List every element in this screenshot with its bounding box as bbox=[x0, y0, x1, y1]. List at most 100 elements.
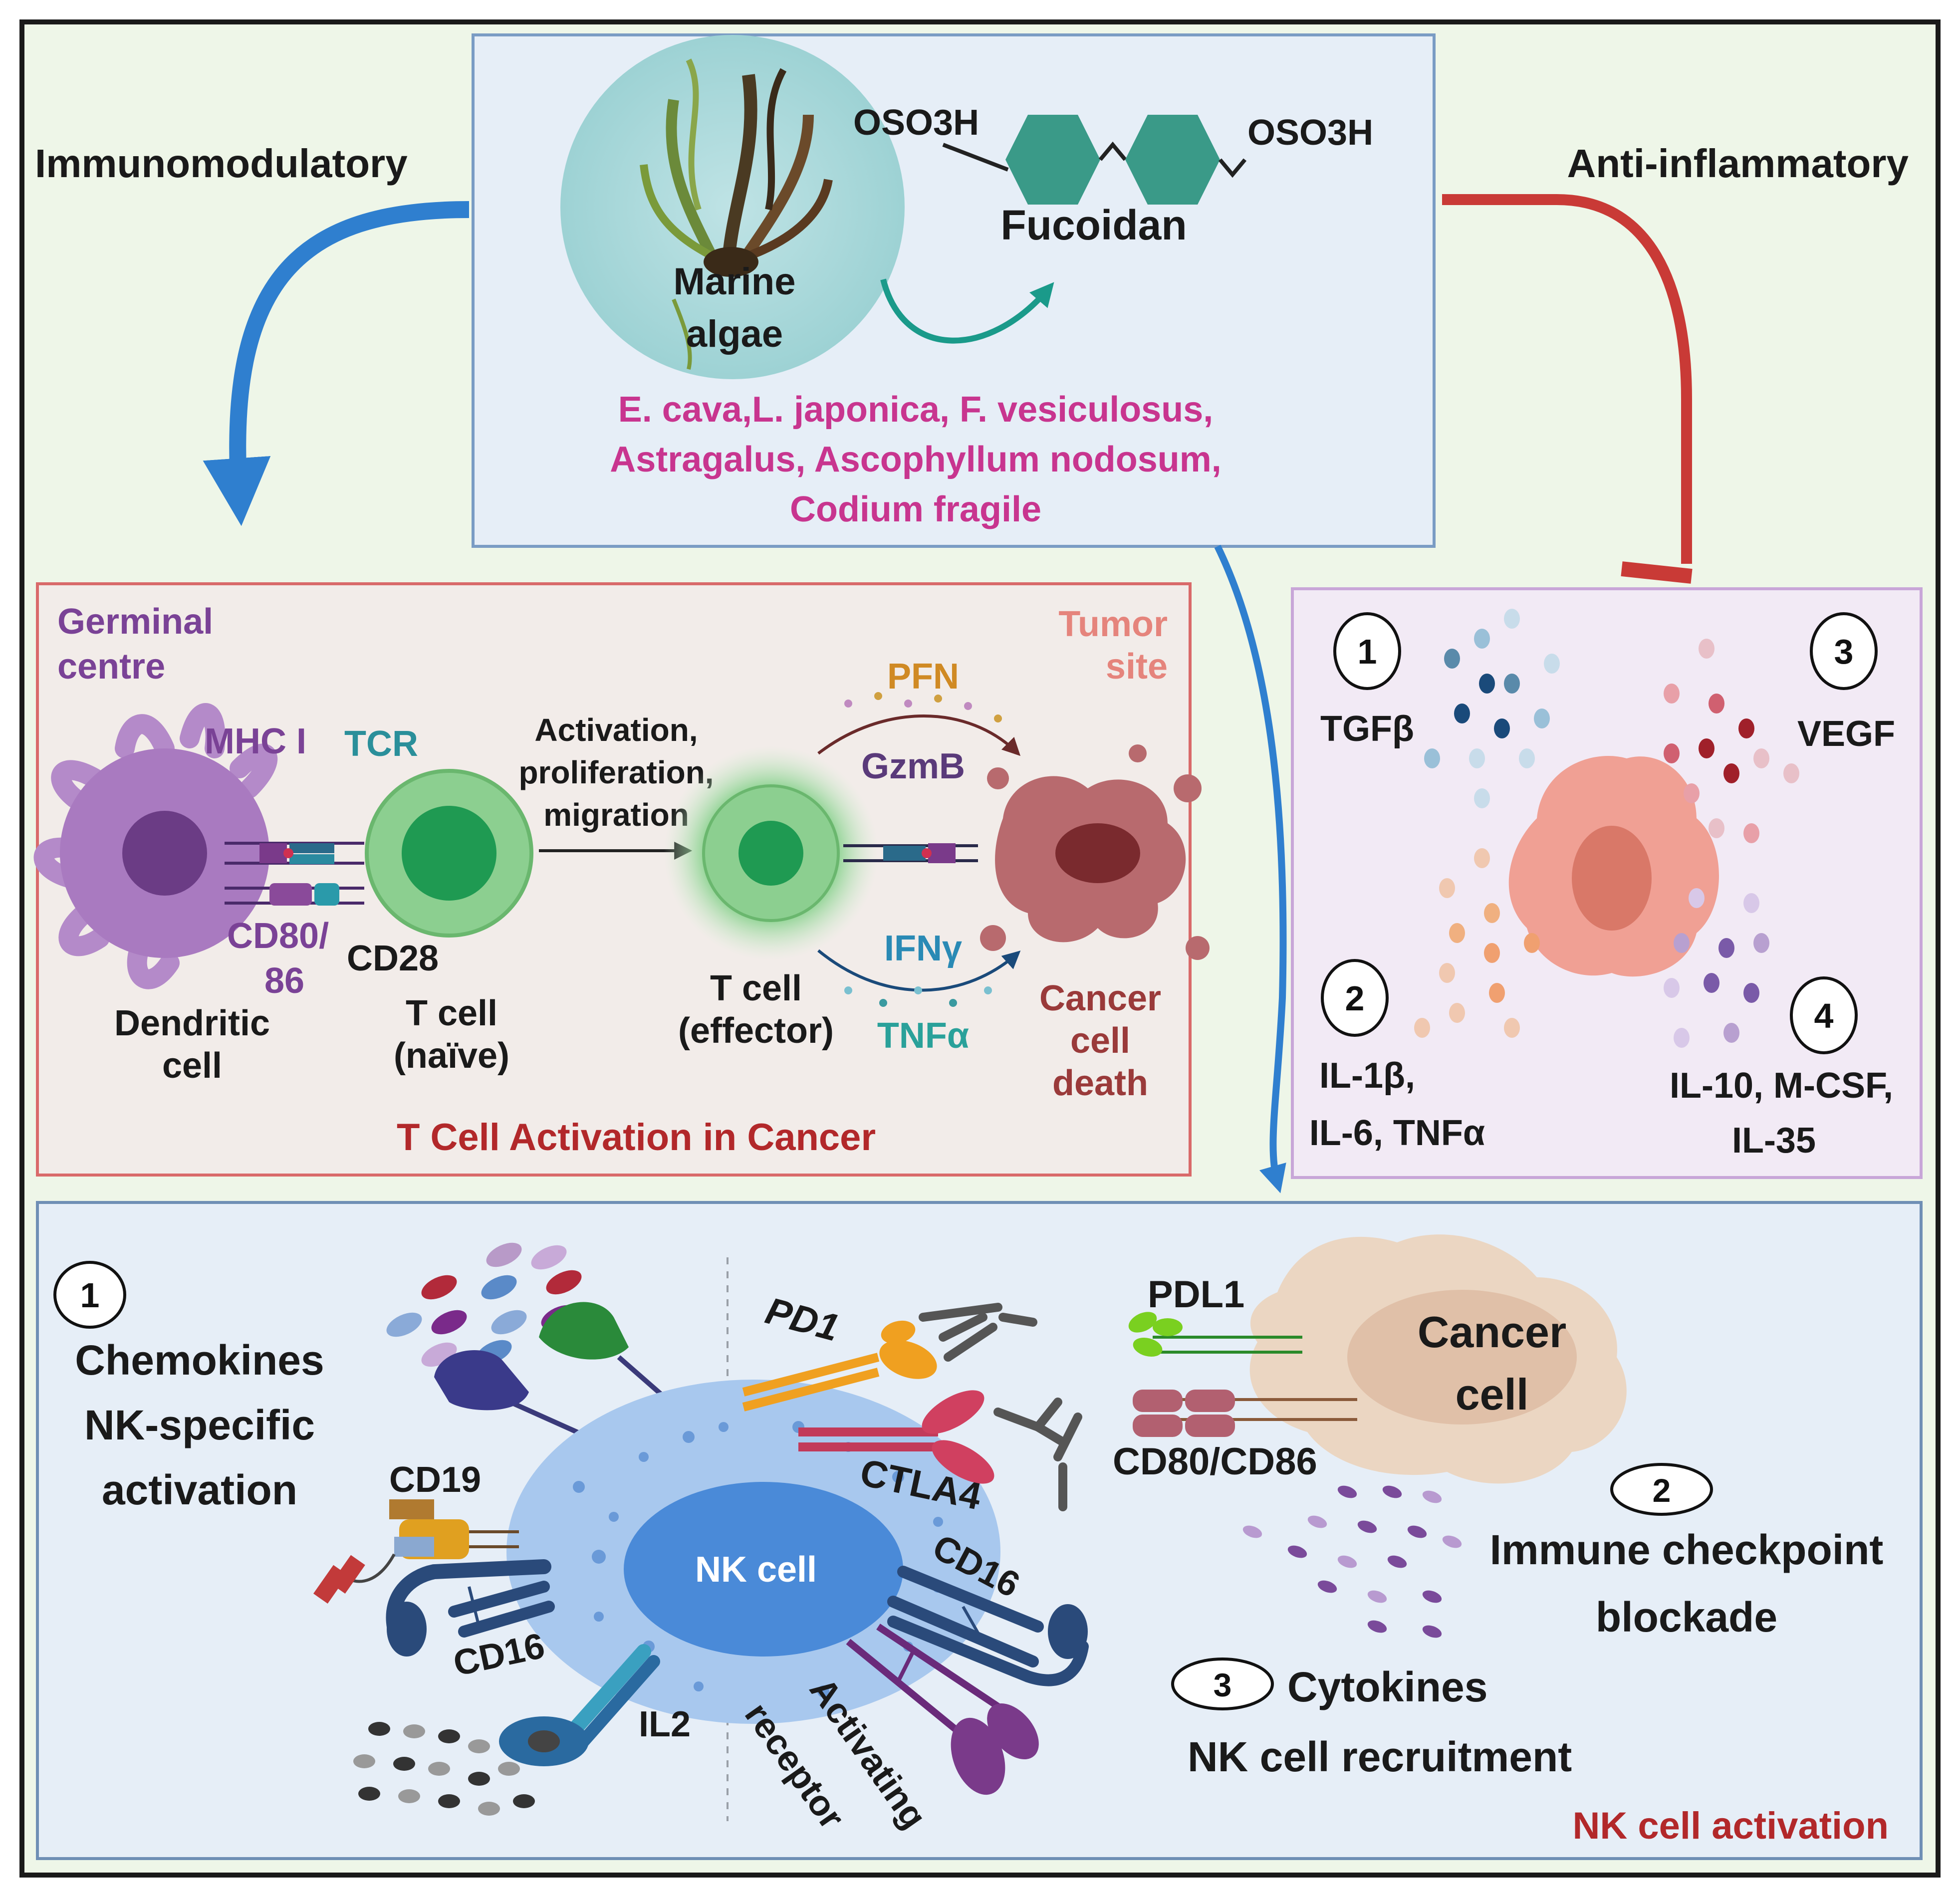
il10-label-2: IL-35 bbox=[1732, 1121, 1816, 1161]
ifng-tnfa-arrow bbox=[817, 949, 1021, 992]
fucoidan-structure bbox=[942, 115, 1247, 205]
seaweed-icon bbox=[640, 58, 833, 370]
inflammatory-cell bbox=[1508, 756, 1719, 977]
ifng-label: IFNγ bbox=[884, 929, 962, 968]
chemokines-label-2: NK-specific bbox=[84, 1402, 315, 1448]
marine-algae-label-2: algae bbox=[686, 313, 783, 355]
cd80-cd86-label: CD80/CD86 bbox=[1113, 1440, 1317, 1483]
anti-inflammatory-label: Anti-inflammatory bbox=[1567, 141, 1909, 186]
cd16-receptor-left bbox=[386, 1559, 555, 1657]
marine-algae-label: Marine bbox=[674, 260, 796, 303]
cytotoxic-granules bbox=[844, 692, 1002, 1007]
cytokines-number-badge bbox=[1171, 1658, 1274, 1710]
pfn-label: PFN bbox=[887, 657, 959, 697]
anti-inflammatory-inhibition bbox=[1442, 194, 1692, 564]
il10-label: IL-10, M-CSF, bbox=[1670, 1066, 1893, 1106]
cancer-cell-label-2: cell bbox=[1456, 1370, 1529, 1419]
il1b-label-2: IL-6, TNFα bbox=[1309, 1113, 1485, 1153]
tgfb-label: TGFβ bbox=[1320, 709, 1414, 749]
cd80-cd86-ligand bbox=[1133, 1390, 1357, 1437]
t-cell-activation-panel: Germinal centre Tumor site MHC I TCR CD8… bbox=[33, 582, 1210, 1177]
cancer-cell-death-label-2: cell bbox=[1070, 1021, 1130, 1061]
chemokines-label-3: activation bbox=[102, 1466, 297, 1513]
dying-cancer-cell bbox=[980, 744, 1210, 960]
pd1-receptor bbox=[742, 1320, 937, 1412]
tnfa-label: TNFα bbox=[877, 1016, 969, 1056]
effector-t-cell-label: T cell bbox=[710, 968, 802, 1008]
mhc-label: MHC I bbox=[205, 721, 306, 761]
cancer-cell-death-label: Cancer bbox=[1039, 978, 1161, 1018]
cd19-label: CD19 bbox=[389, 1460, 481, 1500]
cd80-label: CD80/ bbox=[227, 916, 329, 956]
effector-t-cell-label-2: (effector) bbox=[678, 1011, 834, 1051]
effector-t-cell bbox=[664, 746, 878, 960]
nk-panel-title: NK cell activation bbox=[1572, 1805, 1889, 1847]
naive-t-cell-label: T cell bbox=[406, 993, 497, 1033]
checkpoint-label: Immune checkpoint bbox=[1490, 1526, 1884, 1573]
dendritic-cell-label: Dendritic bbox=[114, 1003, 270, 1043]
il10-number-badge bbox=[1790, 976, 1858, 1054]
tgfb-number: 1 bbox=[1358, 632, 1377, 671]
algae-sources-line-1: E. cava,L. japonica, F. vesiculosus, bbox=[618, 390, 1214, 430]
tgfb-number-badge bbox=[1333, 612, 1401, 690]
checkpoint-number-badge bbox=[1610, 1463, 1713, 1516]
t-cell-panel-title: T Cell Activation in Cancer bbox=[397, 1116, 876, 1159]
ctla4-receptor bbox=[798, 1390, 994, 1484]
nk-cell-label: NK cell bbox=[695, 1550, 817, 1590]
algae-sources-line-2: Astragalus, Ascophyllum nodosum, bbox=[610, 440, 1222, 479]
cancer-cell-death-label-3: death bbox=[1052, 1063, 1148, 1103]
il10-dots bbox=[1664, 888, 1769, 1048]
cancer-cell-label: Cancer bbox=[1418, 1307, 1566, 1357]
il2-receptor bbox=[499, 1644, 660, 1766]
dendritic-cell-label-2: cell bbox=[162, 1046, 222, 1086]
il1b-dots bbox=[1414, 848, 1540, 1038]
algae-sources-line-3: Codium fragile bbox=[790, 489, 1041, 529]
anti-pd1-antibody bbox=[919, 1303, 1037, 1362]
effector-tcr-complex bbox=[843, 843, 978, 863]
cd16-receptor-right bbox=[887, 1566, 1089, 1686]
tcr-label: TCR bbox=[344, 724, 418, 764]
cd80-label-2: 86 bbox=[264, 961, 304, 1001]
pdl1-label: PDL1 bbox=[1148, 1273, 1244, 1316]
gzmb-label: GzmB bbox=[861, 746, 965, 786]
activation-label: Activation, bbox=[534, 712, 698, 748]
pfn-gzmb-arrow bbox=[817, 714, 1021, 756]
germinal-centre-label: Germinal bbox=[57, 602, 213, 642]
il2-label: IL2 bbox=[639, 1704, 691, 1744]
activation-label-3: migration bbox=[543, 797, 689, 833]
sulfate-right-label: OSO3H bbox=[1247, 113, 1373, 153]
top-to-nk-arrow bbox=[1214, 544, 1287, 1193]
germinal-centre-label-2: centre bbox=[57, 647, 165, 687]
nk-activation-panel: 1 Chemokines NK-specific activation bbox=[36, 1201, 1923, 1860]
checkpoint-number: 2 bbox=[1653, 1472, 1671, 1509]
vegf-label: VEGF bbox=[1797, 714, 1895, 754]
activation-label-2: proliferation, bbox=[518, 754, 714, 790]
sulfate-left-label: OSO3H bbox=[853, 103, 979, 143]
il2-particles bbox=[353, 1722, 535, 1816]
inhibition-bar bbox=[1621, 561, 1693, 584]
fucoidan-source-box: Marine algae OSO3H OSO3H Fucoidan E. cav… bbox=[472, 33, 1436, 548]
pdl1-ligand bbox=[1128, 1312, 1302, 1357]
algae-to-fucoidan-arrow bbox=[880, 278, 1054, 344]
immunomodulatory-arrow bbox=[203, 201, 470, 526]
il1b-number: 2 bbox=[1345, 979, 1365, 1018]
activating-receptor bbox=[846, 1624, 1039, 1795]
chemokines-number: 1 bbox=[80, 1276, 100, 1315]
il1b-label: IL-1β, bbox=[1319, 1056, 1415, 1096]
tumor-site-label-2: site bbox=[1106, 647, 1168, 687]
chemokines-number-badge bbox=[53, 1261, 126, 1329]
anti-ctla4-antibody bbox=[993, 1398, 1082, 1511]
fucoidan-label: Fucoidan bbox=[1000, 202, 1187, 248]
naive-t-cell bbox=[365, 769, 533, 938]
tumor-site-label: Tumor bbox=[1058, 604, 1168, 644]
immunomodulatory-label: Immunomodulatory bbox=[35, 141, 408, 186]
cytokines-label-2: NK cell recruitment bbox=[1188, 1733, 1572, 1780]
cytokines-number: 3 bbox=[1214, 1666, 1232, 1703]
naive-t-cell-label-2: (naïve) bbox=[394, 1036, 509, 1076]
chemokines-label: Chemokines bbox=[75, 1337, 324, 1384]
cd28-label: CD28 bbox=[347, 939, 439, 978]
tgfb-dots bbox=[1424, 609, 1560, 808]
mhc-tcr-complex bbox=[225, 842, 364, 865]
cytokines-label: Cytokines bbox=[1287, 1663, 1487, 1710]
